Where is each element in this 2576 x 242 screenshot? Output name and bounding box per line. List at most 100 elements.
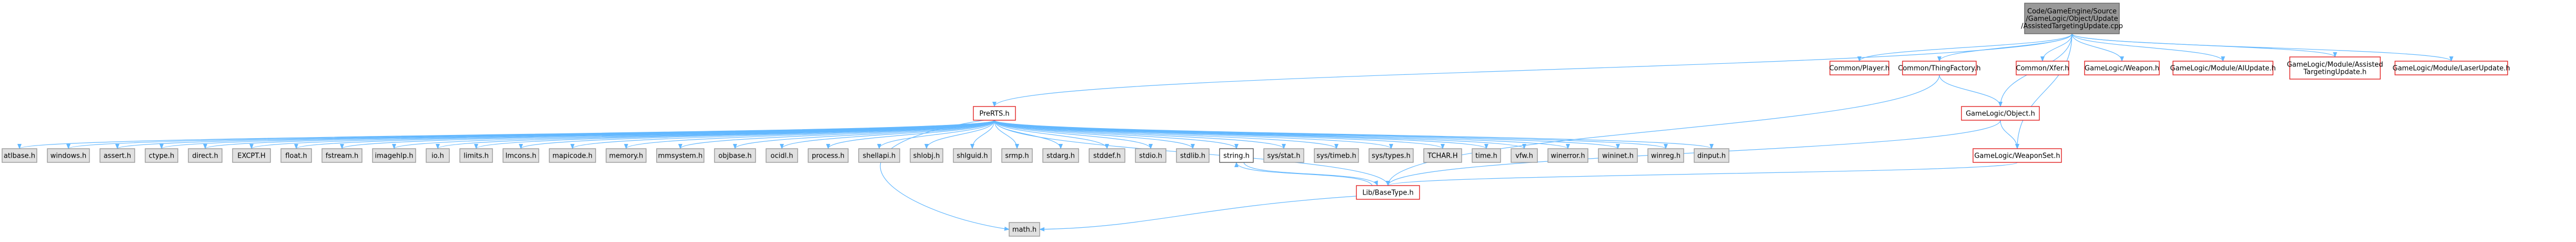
node-memory[interactable]: memory.h (606, 148, 647, 163)
node-stdlib-box (1176, 148, 1210, 163)
node-xfer[interactable]: Common/Xfer.h (2016, 61, 2069, 75)
node-prerts[interactable]: PreRTS.h (973, 106, 1016, 121)
node-prerts-box (973, 106, 1016, 121)
node-direct-label-line-0: direct.h (192, 152, 218, 160)
edge-basetype-to-stringh (1234, 162, 1373, 186)
node-stdlib[interactable]: stdlib.h (1176, 148, 1210, 163)
node-assert[interactable]: assert.h (99, 148, 135, 163)
node-stdarg-label-line-0: stdarg.h (1046, 152, 1075, 160)
node-assisted-box (2289, 56, 2381, 80)
node-basetype[interactable]: Lib/BaseType.h (1356, 185, 1420, 200)
node-lmcons[interactable]: lmcons.h (502, 148, 539, 163)
node-object[interactable]: GameLogic/Object.h (1961, 106, 2040, 121)
node-float[interactable]: float.h (280, 148, 312, 163)
node-wininet[interactable]: wininet.h (1598, 148, 1638, 163)
node-basetype-box (1356, 185, 1420, 200)
node-fstream[interactable]: fstream.h (321, 148, 363, 163)
node-excpt-label-line-0: EXCPT.H (237, 152, 265, 160)
node-stddef-box (1089, 148, 1125, 163)
node-shlobj[interactable]: shlobj.h (910, 148, 943, 163)
edge-prerts-to-shellapi (877, 120, 995, 149)
node-limits[interactable]: limits.h (459, 148, 493, 163)
node-winerror[interactable]: winerror.h (1547, 148, 1588, 163)
node-weaponset-label-line-0: GameLogic/WeaponSet.h (1974, 152, 2060, 160)
node-direct[interactable]: direct.h (188, 148, 223, 163)
node-stdio[interactable]: stdio.h (1135, 148, 1166, 163)
node-ocidl[interactable]: ocidl.h (766, 148, 798, 163)
node-systimeb-label-line-0: sys/timeb.h (1316, 152, 1356, 160)
node-vfw-box (1511, 148, 1538, 163)
node-ctype[interactable]: ctype.h (145, 148, 178, 163)
edge-prerts-to-time (994, 120, 1488, 149)
edge-prerts-to-windows (66, 120, 995, 149)
node-sysstat-box (1263, 148, 1304, 163)
node-assisted[interactable]: GameLogic/Module/AssistedTargetingUpdate… (2287, 56, 2383, 80)
edge-thingfactory-to-basetype (1386, 74, 1940, 186)
node-process-label-line-0: process.h (812, 152, 844, 160)
node-aiupdate[interactable]: GameLogic/Module/AIUpdate.h (2170, 61, 2276, 75)
node-sysstat[interactable]: sys/stat.h (1263, 148, 1304, 163)
node-tchar-box (1423, 148, 1462, 163)
node-tchar[interactable]: TCHAR.H (1423, 148, 1462, 163)
node-xfer-label-line-0: Common/Xfer.h (2016, 65, 2069, 73)
node-imagehlp-box (372, 148, 416, 163)
node-winerror-box (1547, 148, 1588, 163)
edge-weaponset-to-basetype (1386, 162, 2018, 186)
node-thingfactory[interactable]: Common/ThingFactory.h (1898, 61, 1981, 75)
node-mmsystem[interactable]: mmsystem.h (656, 148, 705, 163)
node-dinput[interactable]: dinput.h (1694, 148, 1729, 163)
node-stdio-label-line-0: stdio.h (1139, 152, 1162, 160)
node-mapicode[interactable]: mapicode.h (549, 148, 596, 163)
node-aiupdate-box (2172, 61, 2273, 75)
node-stdlib-label-line-0: stdlib.h (1180, 152, 1205, 160)
node-systypes-box (1368, 148, 1414, 163)
node-thingfactory-box (1902, 61, 1977, 75)
node-time[interactable]: time.h (1472, 148, 1501, 163)
node-root-label-line-2: /AssistedTargetingUpdate.cpp (2021, 23, 2123, 31)
node-systypes[interactable]: sys/types.h (1368, 148, 1414, 163)
edge-prerts-to-winerror (994, 120, 1570, 149)
node-systimeb[interactable]: sys/timeb.h (1314, 148, 1359, 163)
node-laserupdate[interactable]: GameLogic/Module/LaserUpdate.h (2392, 61, 2510, 75)
node-winreg[interactable]: winreg.h (1647, 148, 1684, 163)
node-objbase[interactable]: objbase.h (714, 148, 756, 163)
edge-prerts-to-stdio (994, 120, 1153, 149)
edge-root-to-weapon (2071, 33, 2124, 62)
node-weapon[interactable]: GameLogic/Weapon.h (2084, 61, 2160, 75)
node-lmcons-box (502, 148, 539, 163)
node-mapicode-box (549, 148, 596, 163)
node-lmcons-label-line-0: lmcons.h (506, 152, 537, 160)
edge-prerts-to-stringh (994, 120, 1239, 149)
nodes-layer: Code/GameEngine/Source/GameLogic/Object/… (2, 3, 2510, 237)
node-mathh[interactable]: math.h (1009, 222, 1040, 237)
node-stddef[interactable]: stddef.h (1089, 148, 1125, 163)
edge-prerts-to-ocidl (780, 120, 995, 149)
node-shellapi[interactable]: shellapi.h (858, 148, 900, 163)
edge-prerts-to-lmcons (519, 120, 995, 149)
node-srmp[interactable]: srmp.h (1001, 148, 1033, 163)
node-imagehlp[interactable]: imagehlp.h (372, 148, 416, 163)
node-mathh-label-line-0: math.h (1012, 226, 1037, 234)
node-io[interactable]: io.h (426, 148, 450, 163)
node-objbase-box (714, 148, 756, 163)
node-windows-label-line-0: windows.h (51, 152, 86, 160)
node-atlbase[interactable]: atlbase.h (2, 148, 37, 163)
node-excpt[interactable]: EXCPT.H (232, 148, 271, 163)
node-wininet-box (1598, 148, 1638, 163)
node-limits-box (459, 148, 493, 163)
edge-object-to-weaponset (2000, 120, 2019, 149)
node-root[interactable]: Code/GameEngine/Source/GameLogic/Object/… (2021, 3, 2123, 34)
node-vfw[interactable]: vfw.h (1511, 148, 1538, 163)
node-thingfactory-label-line-0: Common/ThingFactory.h (1898, 65, 1980, 73)
node-laserupdate-box (2394, 61, 2508, 75)
node-stdarg[interactable]: stdarg.h (1042, 148, 1079, 163)
node-player[interactable]: Common/Player.h (1829, 61, 1890, 75)
node-weaponset[interactable]: GameLogic/WeaponSet.h (1973, 148, 2062, 163)
node-stringh[interactable]: string.h (1219, 148, 1254, 163)
node-assert-box (99, 148, 135, 163)
node-shlguid-box (953, 148, 992, 163)
node-windows[interactable]: windows.h (47, 148, 90, 163)
node-process[interactable]: process.h (808, 148, 849, 163)
node-shlguid[interactable]: shlguid.h (953, 148, 992, 163)
node-weapon-label-line-0: GameLogic/Weapon.h (2085, 65, 2159, 73)
